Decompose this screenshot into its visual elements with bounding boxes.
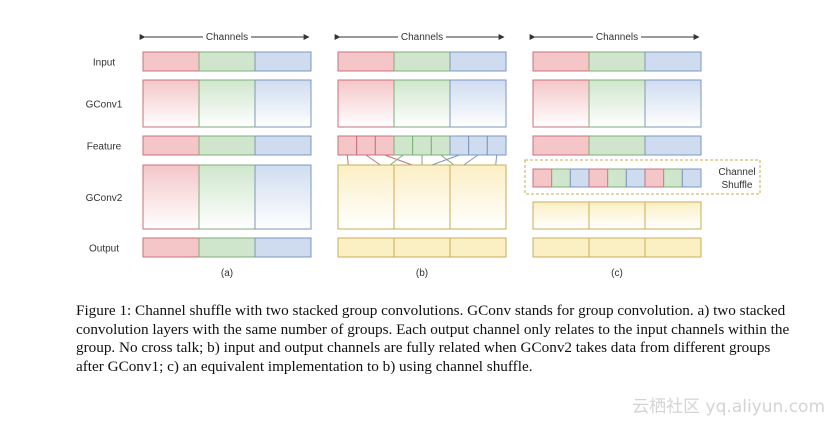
panel-c-shuffled-red-channel bbox=[644, 168, 665, 188]
panel-a-output-green bbox=[198, 237, 256, 258]
watermark-text: 云栖社区 yq.aliyun.com bbox=[632, 397, 825, 417]
panel-a-gconv2-blue bbox=[254, 164, 312, 230]
panel-b-gconv1-red bbox=[337, 79, 395, 128]
channels-label: Channels bbox=[206, 32, 248, 43]
row-label-feature: Feature bbox=[87, 142, 122, 153]
panel-c-shuffled-green-channel bbox=[607, 168, 627, 188]
panel-c-shuffled-red-channel bbox=[588, 168, 609, 188]
panel-label-b: (b) bbox=[416, 268, 428, 279]
panel-a-input-green bbox=[198, 51, 256, 72]
panel-a-feature-green bbox=[198, 135, 256, 156]
panel-b-feature-green-subchannel bbox=[430, 135, 451, 156]
panel-c-shuffled-blue-channel bbox=[681, 168, 702, 188]
panel-b-feature-green-subchannel bbox=[393, 135, 414, 156]
panel-a-input-red bbox=[142, 51, 200, 72]
panel-c-input-red bbox=[532, 51, 590, 72]
panel-b-gconv1-blue bbox=[449, 79, 507, 128]
panel-c-output-yellow bbox=[644, 237, 702, 258]
row-label-output: Output bbox=[89, 244, 119, 255]
panel-c-output-yellow bbox=[532, 237, 590, 258]
panel-b-output-yellow bbox=[449, 237, 507, 258]
panel-a-input-blue bbox=[254, 51, 312, 72]
panel-c-output-yellow bbox=[588, 237, 646, 258]
panel-c-gconv2-yellow bbox=[644, 201, 702, 230]
panel-b-feature-blue-subchannel bbox=[468, 135, 488, 156]
panel-c-input-blue bbox=[644, 51, 702, 72]
panel-c-feature-green bbox=[588, 135, 646, 156]
channel-shuffle-box bbox=[524, 159, 761, 195]
panel-c-feature-red bbox=[532, 135, 590, 156]
panel-c-feature-blue bbox=[644, 135, 702, 156]
panel-b-feature-red-subchannel bbox=[374, 135, 395, 156]
panel-b-feature-green-subchannel bbox=[412, 135, 432, 156]
panel-a-output-red bbox=[142, 237, 200, 258]
channels-label-bg bbox=[593, 30, 641, 43]
panel-b-feature-red-subchannel bbox=[356, 135, 376, 156]
panels: Channels (a) Channels (b) ChannelsChannelShu… bbox=[139, 30, 761, 279]
row-label-input: Input bbox=[93, 58, 115, 69]
panel-c-gconv2-yellow bbox=[588, 201, 646, 230]
panel-c-shuffled-red-channel bbox=[532, 168, 553, 188]
panel-label-c: (c) bbox=[611, 268, 623, 279]
panel-c-shuffled-blue-channel bbox=[625, 168, 646, 188]
panel-a: Channels (a) bbox=[139, 30, 312, 279]
panel-c-shuffled-blue-channel bbox=[569, 168, 590, 188]
panel-c-input-green bbox=[588, 51, 646, 72]
panel-b-input-green bbox=[393, 51, 451, 72]
panel-b-feature-blue-subchannel bbox=[449, 135, 470, 156]
panel-a-gconv1-red bbox=[142, 79, 200, 128]
panel-c-gconv1-red bbox=[532, 79, 590, 128]
channel-shuffle-label-line1: Channel bbox=[718, 167, 755, 178]
row-label-gconv1: GConv1 bbox=[86, 100, 123, 111]
channel-shuffle-label-line2: Shuffle bbox=[722, 180, 753, 191]
panel-a-gconv1-blue bbox=[254, 79, 312, 128]
panel-label-a: (a) bbox=[221, 268, 233, 279]
panel-b: Channels (b) bbox=[334, 30, 507, 279]
panel-b-input-blue bbox=[449, 51, 507, 72]
panel-a-output-blue bbox=[254, 237, 312, 258]
panel-a-gconv2-red bbox=[142, 164, 200, 230]
channels-label: Channels bbox=[401, 32, 443, 43]
panel-b-input-red bbox=[337, 51, 395, 72]
panel-a-gconv1-green bbox=[198, 79, 256, 128]
panel-c-gconv2-yellow bbox=[532, 201, 590, 230]
panel-b-gconv2-yellow bbox=[449, 164, 507, 230]
panel-c-gconv1-blue bbox=[644, 79, 702, 128]
panel-b-output-yellow bbox=[393, 237, 451, 258]
panel-c-shuffled-green-channel bbox=[551, 168, 571, 188]
panel-c-gconv1-green bbox=[588, 79, 646, 128]
panel-b-output-yellow bbox=[337, 237, 395, 258]
panel-b-gconv2-yellow bbox=[393, 164, 451, 230]
channels-label-bg bbox=[398, 30, 446, 43]
panel-a-feature-red bbox=[142, 135, 200, 156]
panel-a-gconv2-green bbox=[198, 164, 256, 230]
panel-c-shuffled-green-channel bbox=[663, 168, 683, 188]
panel-b-feature-blue-subchannel bbox=[486, 135, 507, 156]
panel-b-gconv1-green bbox=[393, 79, 451, 128]
channels-label-bg bbox=[203, 30, 251, 43]
panel-b-gconv2-yellow bbox=[337, 164, 395, 230]
channels-label: Channels bbox=[596, 32, 638, 43]
panel-b-feature-red-subchannel bbox=[337, 135, 358, 156]
figure-caption: Figure 1: Channel shuffle with two stack… bbox=[76, 302, 790, 375]
row-label-gconv2: GConv2 bbox=[86, 193, 123, 204]
panel-a-feature-blue bbox=[254, 135, 312, 156]
